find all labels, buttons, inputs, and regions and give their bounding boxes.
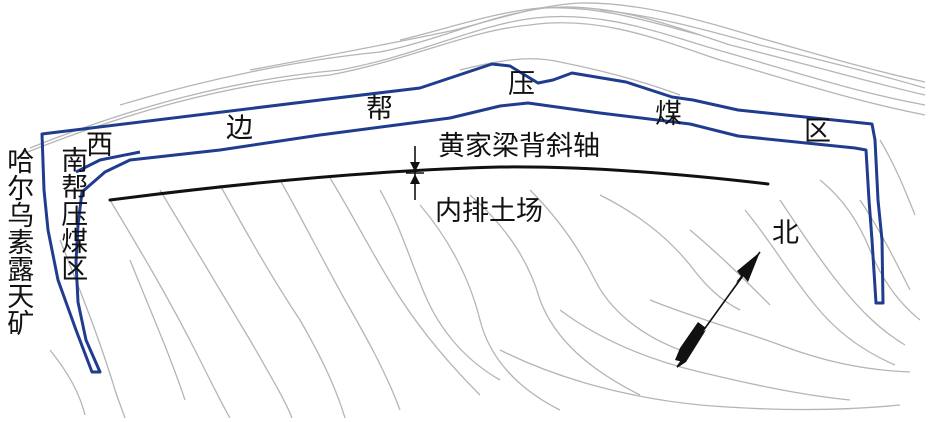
contour-lines <box>19 2 926 419</box>
contour-line <box>469 194 641 396</box>
contour-line <box>249 2 926 83</box>
contour-line <box>819 179 921 321</box>
west-wall-label-char: 区 <box>804 116 831 147</box>
contour-line <box>29 15 926 149</box>
contour-line <box>279 179 401 411</box>
contour-line <box>599 194 741 311</box>
contour-line <box>379 189 501 381</box>
contour-line <box>129 259 186 401</box>
west-wall-label-char: 帮 <box>366 94 393 125</box>
contour-line <box>49 349 86 416</box>
mining-boundary-outer <box>40 62 885 374</box>
contour-line <box>879 139 916 216</box>
north-label: 北 <box>772 218 799 249</box>
contour-line <box>689 229 771 306</box>
dimension-arrows-icon <box>406 146 424 200</box>
west-wall-label-char: 压 <box>508 69 535 100</box>
west-wall-label-char: 边 <box>226 113 253 144</box>
contour-line <box>109 199 231 419</box>
contour-line <box>159 189 293 419</box>
west-wall-label-char: 西 <box>86 130 113 161</box>
contour-line <box>599 9 926 89</box>
contour-line <box>399 7 701 41</box>
contour-line <box>649 299 911 373</box>
contour-line <box>744 209 896 366</box>
anticline-axis-label: 黄家梁背斜轴 <box>438 131 600 162</box>
contour-line <box>19 22 926 156</box>
inner-dump-label: 内排土场 <box>435 196 543 227</box>
contour-line <box>59 239 126 419</box>
contour-line <box>499 349 901 411</box>
contour-line <box>329 177 481 396</box>
contour-line <box>859 199 911 291</box>
contour-line <box>459 58 681 96</box>
mine-name-label: 哈尔乌素露天矿 <box>2 147 34 336</box>
contour-line <box>559 309 851 401</box>
south-wall-label: 南帮压煤区 <box>56 146 88 281</box>
contour-line <box>219 184 346 419</box>
mining-boundary-inner <box>75 150 141 174</box>
north-arrow-icon <box>675 251 761 368</box>
west-wall-label-char: 煤 <box>655 99 682 130</box>
contour-line <box>529 189 681 351</box>
anticline-axis-line <box>108 165 770 202</box>
contour-line <box>779 199 906 346</box>
contour-line <box>419 204 561 411</box>
